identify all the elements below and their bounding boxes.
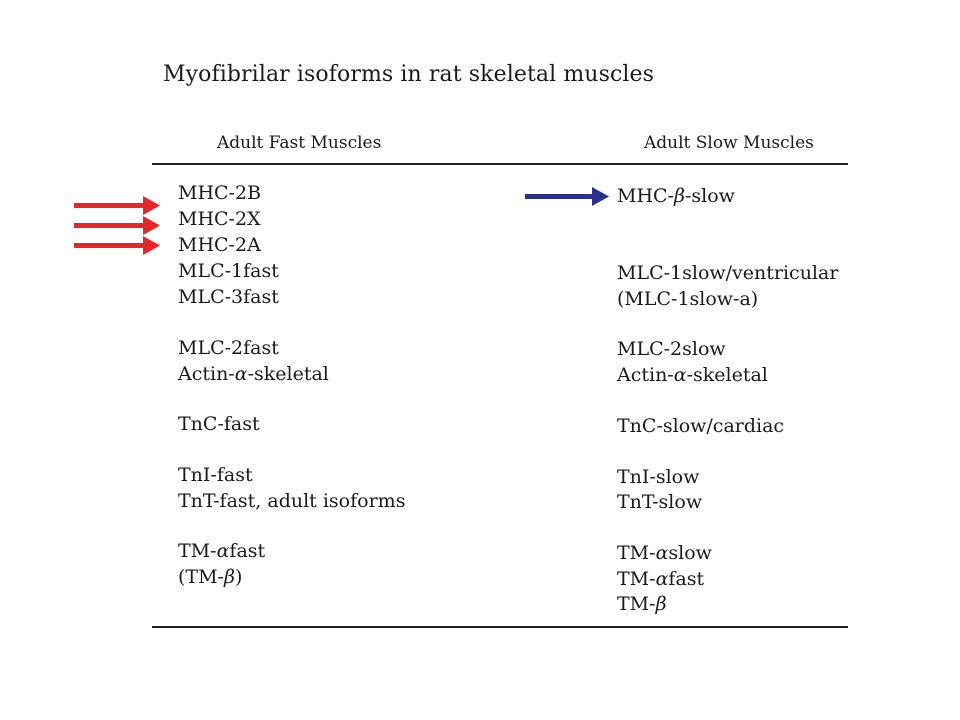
slow-isoform: MLC-1slow/ventricular	[617, 262, 839, 284]
fast-isoform: MLC-3fast	[178, 286, 279, 308]
column-header-fast: Adult Fast Muscles	[217, 133, 382, 153]
fast-isoform: TnI-fast	[178, 464, 253, 486]
table-title: Myofibrilar isoforms in rat skeletal mus…	[163, 62, 655, 87]
red-arrow-icon	[74, 236, 160, 255]
fast-isoform: MLC-2fast	[178, 337, 279, 359]
fast-isoform: TnT-fast, adult isoforms	[178, 490, 406, 512]
fast-isoform: TM-αfast	[178, 540, 266, 562]
fast-isoform: TnC-fast	[178, 413, 260, 435]
table-rule-top	[152, 163, 848, 165]
slow-isoform: Actin-α-skeletal	[617, 364, 768, 386]
slow-isoform: MLC-2slow	[617, 338, 726, 360]
fast-isoform: MLC-1fast	[178, 260, 279, 282]
slow-isoform: MHC-β-slow	[617, 185, 735, 207]
blue-arrow-icon	[525, 187, 609, 206]
slow-isoform: TnT-slow	[617, 491, 703, 513]
slow-isoform: TM-αfast	[617, 568, 705, 590]
table-rule-bottom	[152, 626, 848, 628]
slow-isoform: TM-β	[617, 593, 667, 615]
red-arrow-icon	[74, 216, 160, 235]
fast-isoform: Actin-α-skeletal	[178, 363, 329, 385]
red-arrow-icon	[74, 196, 160, 215]
fast-isoform: MHC-2A	[178, 234, 261, 256]
slow-isoform: TnC-slow/cardiac	[617, 415, 785, 437]
column-header-slow: Adult Slow Muscles	[644, 133, 814, 153]
slow-isoform: (MLC-1slow-a)	[617, 288, 759, 310]
slow-isoform: TnI-slow	[617, 466, 700, 488]
slow-isoform: TM-αslow	[617, 542, 712, 564]
fast-isoform: MHC-2B	[178, 182, 262, 204]
fast-isoform: (TM-β)	[178, 566, 243, 588]
fast-isoform: MHC-2X	[178, 208, 261, 230]
